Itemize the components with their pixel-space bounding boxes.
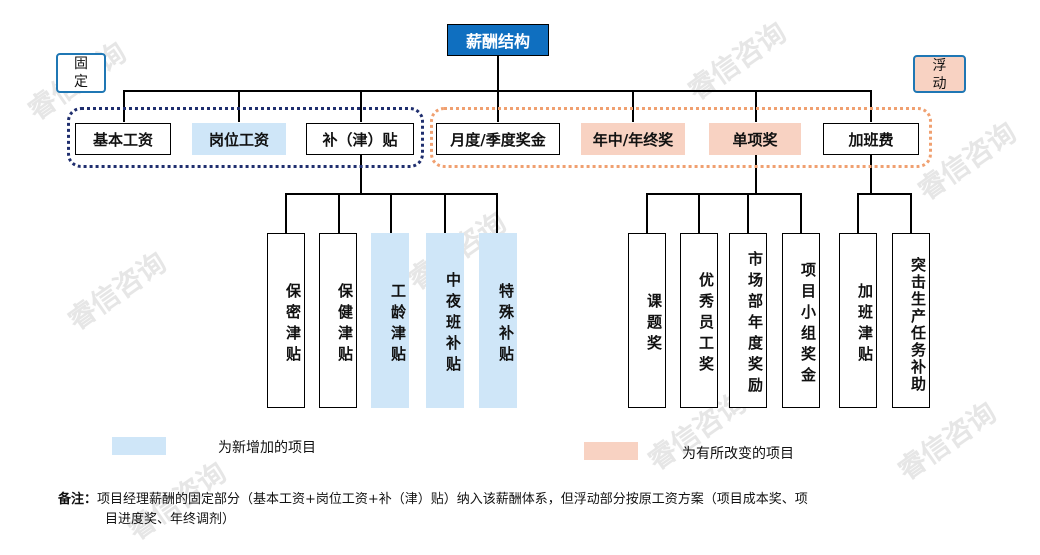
fixed-item-base-salary: 基本工资	[75, 123, 171, 155]
connector	[755, 152, 757, 194]
legend-new-label: 为新增加的项目	[218, 440, 316, 456]
overtime-item-overtime-allowance: 加班津贴	[839, 233, 877, 408]
connector	[360, 152, 362, 194]
connector	[698, 193, 700, 233]
connector	[910, 193, 912, 233]
connector	[238, 90, 240, 122]
note: 备注：项目经理薪酬的固定部分（基本工资+岗位工资+补（津）贴）纳入该薪酬体系，但…	[58, 490, 998, 510]
float-label: 浮 动	[913, 55, 966, 93]
connector	[285, 193, 287, 233]
connector	[870, 90, 872, 122]
fixed-item-position-salary: 岗位工资	[192, 123, 286, 155]
watermark: 睿信咨询	[61, 245, 173, 337]
bonus-item-project-team: 项目小组奖金	[782, 233, 820, 408]
bonus-item-excellent-employee: 优秀员工奖	[680, 233, 718, 408]
connector	[870, 152, 872, 194]
note-continuation: 目进度奖、年终调剂）	[105, 512, 236, 527]
fixed-group-border	[67, 107, 424, 168]
allowance-item-confidential: 保密津贴	[267, 233, 305, 408]
connector	[857, 193, 911, 195]
fixed-item-allowance: 补（津）贴	[306, 123, 414, 155]
float-group-border	[430, 107, 932, 168]
watermark: 睿信咨询	[681, 15, 793, 107]
connector	[857, 193, 859, 233]
connector	[747, 193, 749, 233]
float-item-monthly-bonus: 月度/季度奖金	[436, 123, 560, 155]
allowance-item-seniority: 工龄津贴	[371, 233, 409, 408]
connector	[755, 90, 757, 122]
connector	[360, 90, 362, 122]
connector	[444, 193, 446, 233]
connector	[497, 55, 499, 91]
note-label: 备注：	[58, 492, 98, 507]
connector	[338, 193, 340, 233]
bonus-item-market-annual: 市场部年度奖励	[729, 233, 767, 408]
connector	[496, 193, 498, 233]
connector	[497, 90, 499, 122]
allowance-item-special: 特殊补贴	[479, 233, 517, 408]
connector	[646, 193, 648, 233]
connector	[646, 193, 801, 195]
connector	[123, 90, 125, 122]
overtime-item-rush-subsidy: 突击生产任务补助	[892, 233, 930, 408]
salary-structure-title: 薪酬结构	[447, 24, 549, 56]
bonus-item-project-topic: 课题奖	[628, 233, 666, 408]
connector	[390, 193, 392, 233]
legend-changed-swatch	[584, 442, 638, 460]
float-label-text: 浮 动	[932, 58, 947, 92]
float-item-annual-bonus: 年中/年终奖	[581, 123, 685, 155]
allowance-item-health: 保健津贴	[319, 233, 357, 408]
legend-changed-label: 为有所改变的项目	[682, 446, 794, 462]
legend-new-swatch	[112, 437, 166, 455]
fixed-label: 固 定	[56, 53, 106, 93]
connector	[632, 90, 634, 122]
note-text: 项目经理薪酬的固定部分（基本工资+岗位工资+补（津）贴）纳入该薪酬体系，但浮动部…	[97, 492, 808, 507]
connector	[800, 193, 802, 233]
float-item-single-bonus: 单项奖	[709, 123, 801, 155]
float-item-overtime: 加班费	[823, 123, 919, 155]
allowance-item-night-shift: 中夜班补贴	[426, 233, 464, 408]
fixed-label-text: 固 定	[74, 56, 88, 90]
